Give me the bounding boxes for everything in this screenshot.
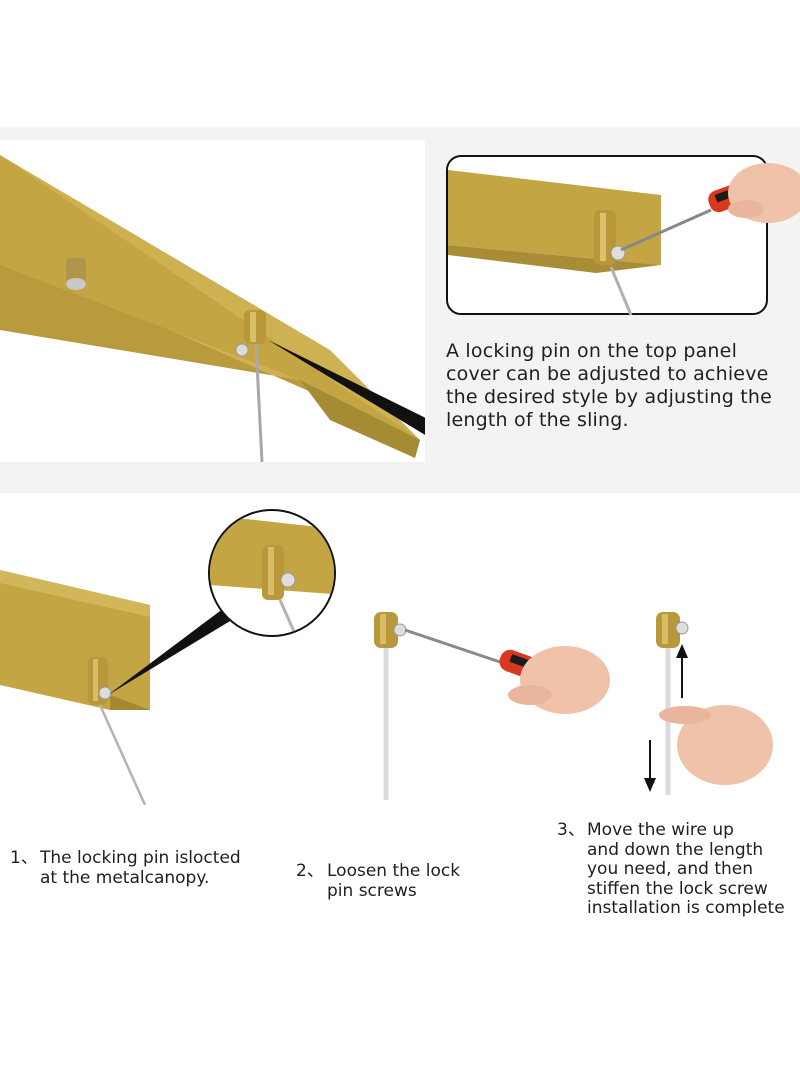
step-1-text: The locking pin islocted at the metalcan…: [40, 848, 241, 888]
step1-canopy-illustration: [0, 509, 336, 805]
step-2-text: Loosen the lock pin screws: [327, 861, 461, 901]
step2-loosen-screw-illustration: [374, 612, 610, 800]
step-3-number: 3、: [557, 820, 585, 840]
step-2-number: 2、: [296, 861, 324, 881]
step-3-text: Move the wire up and down the length you…: [587, 820, 785, 918]
step-1: 1、 The locking pin islocted at the metal…: [10, 848, 241, 888]
lock-pin-closeup-inset: [446, 155, 800, 316]
gold-canopy-illustration: [0, 155, 425, 462]
step-2: 2、 Loosen the lock pin screws: [296, 861, 461, 901]
step-3: 3、 Move the wire up and down the length …: [557, 820, 785, 919]
step3-adjust-wire-illustration: [644, 612, 773, 795]
locking-pin-description: A locking pin on the top panel cover can…: [446, 340, 773, 431]
step-1-number: 1、: [10, 848, 38, 868]
